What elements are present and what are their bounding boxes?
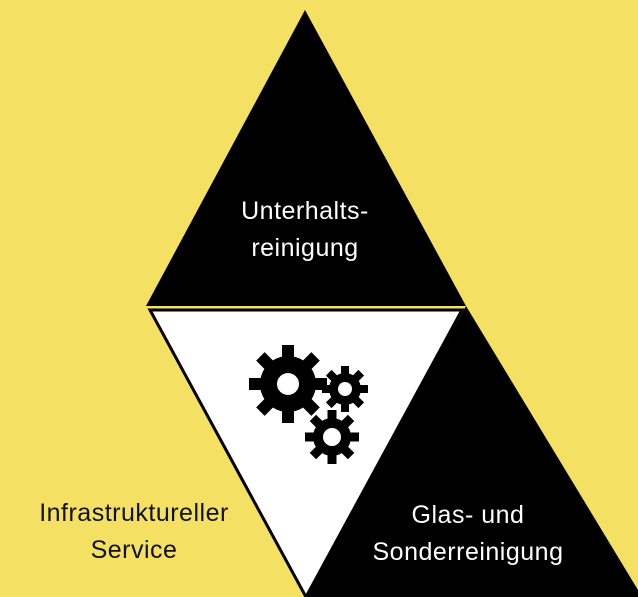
bottom-right-label-line1: Glas- und — [411, 501, 525, 529]
top-label-line2: reinigung — [251, 234, 359, 262]
large-gear-icon — [249, 345, 327, 423]
bottom-right-label-line2: Sonderreinigung — [372, 538, 564, 566]
top-label-line1: Unterhalts- — [241, 197, 369, 225]
top-label: Unterhalts- reinigung — [205, 193, 405, 267]
gears-icon — [249, 345, 368, 464]
center-triangle — [147, 308, 465, 597]
bottom-right-triangle — [305, 306, 638, 597]
top-triangle — [146, 10, 466, 306]
small-gear-icon — [322, 366, 368, 412]
bottom-left-label-line2: Service — [90, 536, 178, 564]
medium-gear-icon — [305, 410, 359, 464]
bottom-left-label-line1: Infrastruktureller — [39, 499, 229, 527]
bottom-left-label: Infrastruktureller Service — [14, 495, 254, 569]
bottom-right-label: Glas- und Sonderreinigung — [358, 497, 578, 571]
